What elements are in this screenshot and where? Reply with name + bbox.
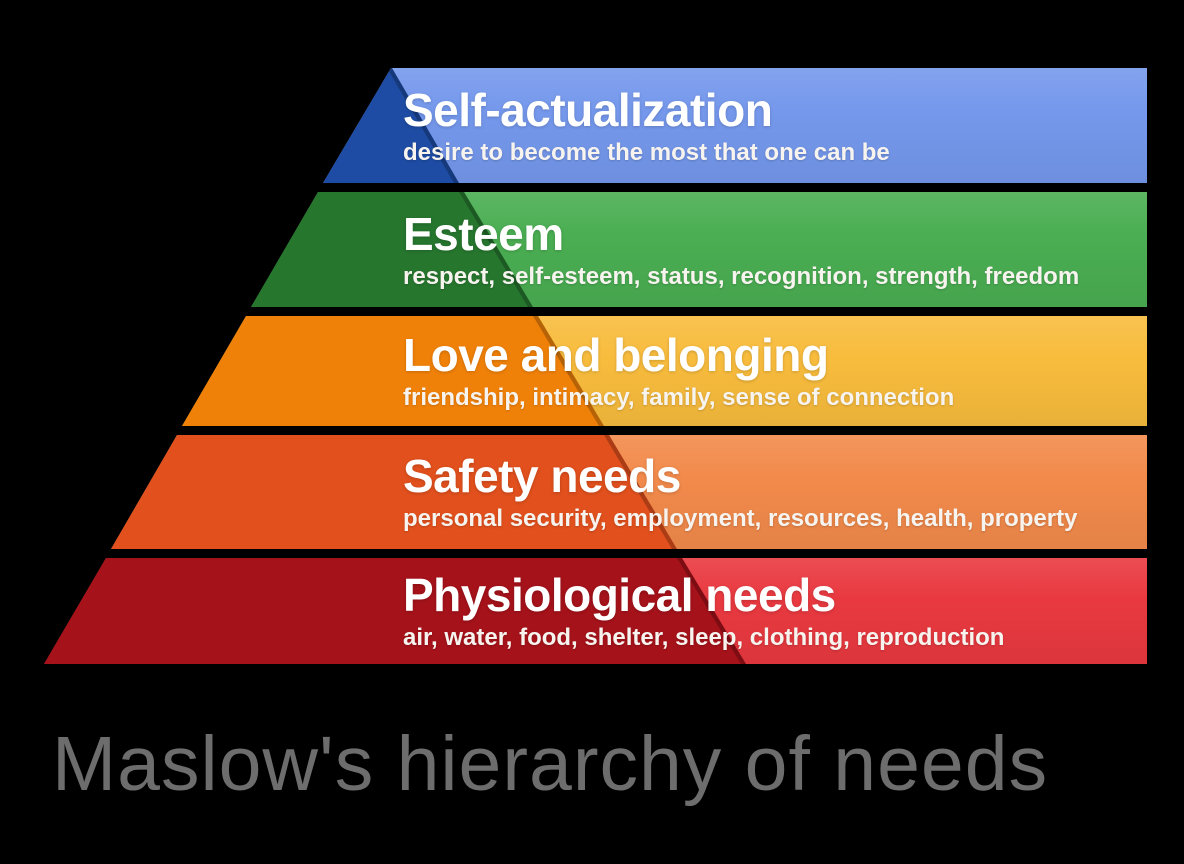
level-description: personal security, employment, resources… xyxy=(403,505,1078,532)
level-description: desire to become the most that one can b… xyxy=(403,138,890,166)
pyramid-left-face xyxy=(44,558,746,664)
level-text-block: Love and belonging friendship, intimacy,… xyxy=(403,316,954,426)
level-self-actualization: Self-actualization desire to become the … xyxy=(323,68,1147,183)
level-text-block: Safety needs personal security, employme… xyxy=(403,435,1077,549)
level-text-block: Physiological needs air, water, food, sh… xyxy=(403,558,1004,664)
level-title: Physiological needs xyxy=(403,569,836,621)
level-esteem: Esteem respect, self-esteem, status, rec… xyxy=(251,192,1147,307)
level-safety-needs: Safety needs personal security, employme… xyxy=(111,435,1147,549)
level-description: friendship, intimacy, family, sense of c… xyxy=(403,384,955,411)
level-title: Self-actualization xyxy=(403,83,773,136)
level-physiological-needs: Physiological needs air, water, food, sh… xyxy=(44,558,1147,664)
diagram-caption: Maslow's hierarchy of needs xyxy=(52,721,1049,807)
level-description: respect, self-esteem, status, recognitio… xyxy=(403,262,1080,290)
pyramid-left-face xyxy=(111,435,677,549)
level-text-block: Esteem respect, self-esteem, status, rec… xyxy=(403,192,1079,307)
level-text-block: Self-actualization desire to become the … xyxy=(403,68,890,183)
level-description: air, water, food, shelter, sleep, clothi… xyxy=(403,624,1005,651)
pyramid-left-face xyxy=(182,316,604,426)
level-title: Love and belonging xyxy=(403,329,829,381)
level-title: Esteem xyxy=(403,207,564,260)
level-title: Safety needs xyxy=(403,450,681,502)
level-love-and-belonging: Love and belonging friendship, intimacy,… xyxy=(182,316,1147,426)
